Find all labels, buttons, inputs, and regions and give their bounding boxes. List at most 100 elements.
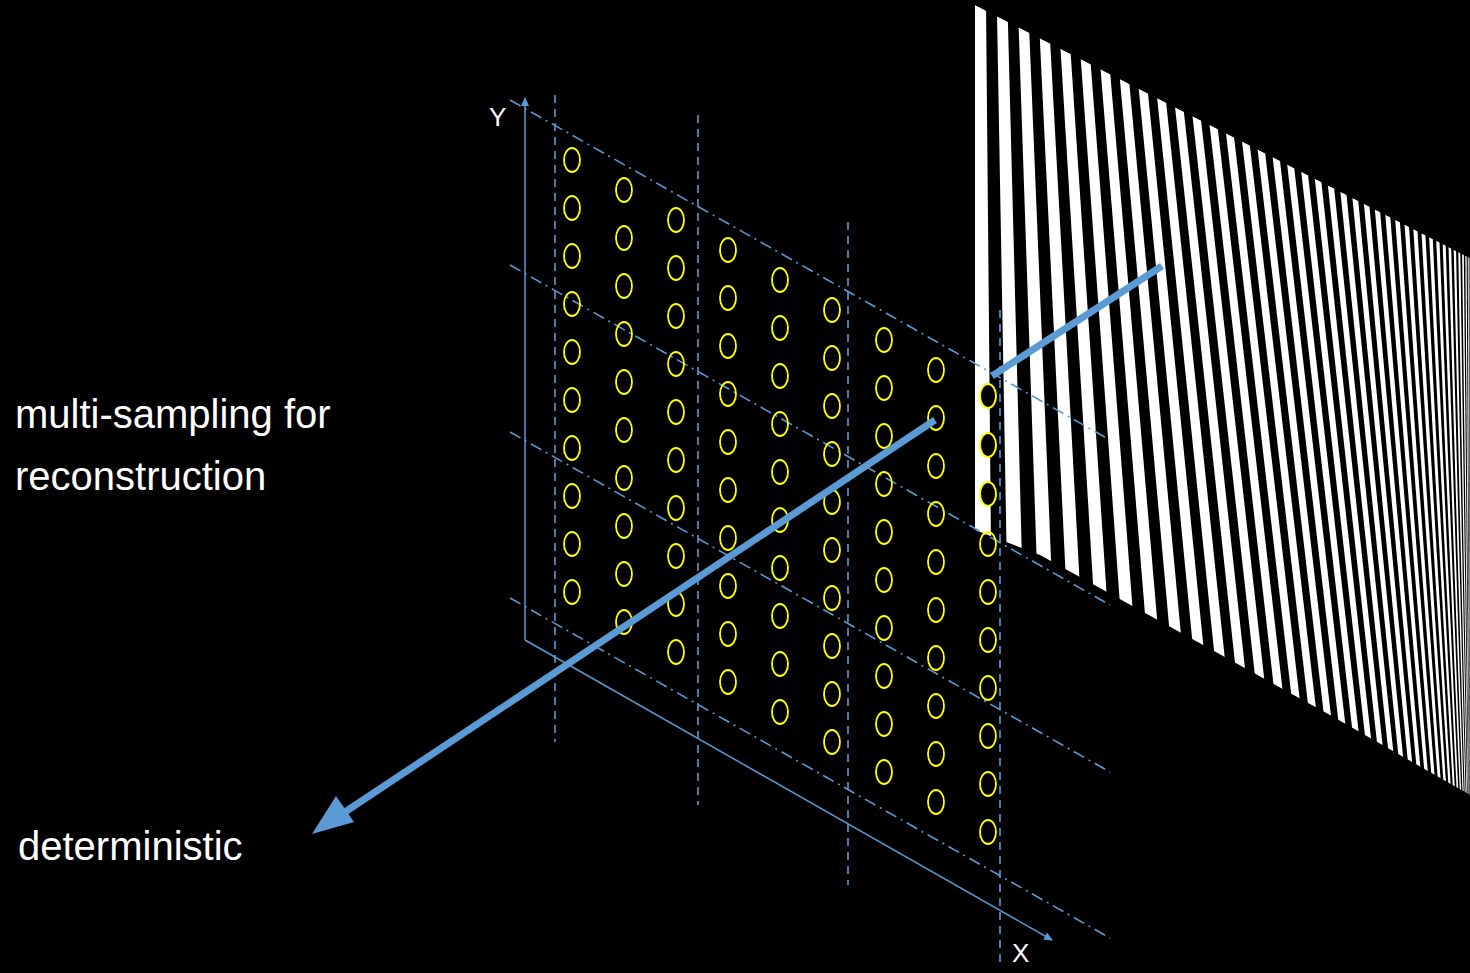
sample-ellipse bbox=[616, 226, 632, 250]
sample-ellipse bbox=[928, 742, 944, 766]
sample-ellipse bbox=[980, 532, 996, 556]
sample-ellipse bbox=[876, 616, 892, 640]
sample-ellipse bbox=[616, 274, 632, 298]
axis-label: X bbox=[1012, 940, 1042, 966]
pixel-grid bbox=[510, 95, 1110, 962]
sample-ellipse bbox=[668, 496, 684, 520]
sample-ellipse bbox=[564, 580, 580, 604]
sample-ellipse bbox=[772, 412, 788, 436]
sample-ellipse bbox=[772, 652, 788, 676]
stripe bbox=[975, 5, 991, 539]
sample-ellipse bbox=[564, 148, 580, 172]
sample-ellipse bbox=[616, 178, 632, 202]
sample-ellipse bbox=[980, 772, 996, 796]
sample-ellipse bbox=[720, 526, 736, 550]
sample-ellipse bbox=[720, 430, 736, 454]
sample-ellipse bbox=[720, 382, 736, 406]
sample-ellipse bbox=[928, 502, 944, 526]
edge-samples bbox=[980, 384, 996, 506]
sample-ellipse bbox=[720, 670, 736, 694]
sample-ellipse bbox=[564, 436, 580, 460]
sample-ellipse bbox=[876, 568, 892, 592]
axis-label-direction: deterministic bbox=[18, 822, 348, 870]
sample-ellipse bbox=[720, 334, 736, 358]
sample-ellipse bbox=[616, 322, 632, 346]
sample-ellipse bbox=[824, 538, 840, 562]
sample-ellipse bbox=[564, 340, 580, 364]
sample-ellipse bbox=[824, 586, 840, 610]
sample-ellipse bbox=[824, 394, 840, 418]
sample-ellipse bbox=[668, 400, 684, 424]
sample-ellipse bbox=[564, 484, 580, 508]
sample-ellipse bbox=[668, 352, 684, 376]
sample-ellipse bbox=[772, 316, 788, 340]
sample-ellipse bbox=[720, 574, 736, 598]
sample-ellipse bbox=[668, 448, 684, 472]
sample-ellipse bbox=[772, 700, 788, 724]
sample-ellipse bbox=[668, 544, 684, 568]
stripe bbox=[1468, 257, 1470, 795]
sample-ellipse bbox=[876, 472, 892, 496]
sample-ellipse bbox=[772, 556, 788, 580]
sample-ellipse bbox=[564, 532, 580, 556]
sample-ellipse bbox=[772, 268, 788, 292]
stripe bbox=[997, 16, 1022, 555]
sample-ellipse bbox=[616, 514, 632, 538]
sample-ellipse bbox=[928, 694, 944, 718]
sample-ellipse bbox=[928, 358, 944, 382]
sample-ellipse bbox=[720, 286, 736, 310]
stripe bbox=[1210, 125, 1284, 695]
sample-ellipse bbox=[772, 364, 788, 388]
sample-ellipse bbox=[616, 466, 632, 490]
x-axis bbox=[525, 640, 1052, 940]
stripe bbox=[1226, 133, 1300, 704]
sample-ellipse bbox=[928, 598, 944, 622]
sampling-label: multi-sampling for reconstruction bbox=[15, 383, 445, 507]
sample-ellipse bbox=[616, 370, 632, 394]
striped-plane bbox=[960, 0, 1470, 820]
sample-ellipse bbox=[668, 640, 684, 664]
sample-ellipse bbox=[616, 562, 632, 586]
y-axis bbox=[524, 98, 526, 640]
sample-ellipse bbox=[876, 520, 892, 544]
sample-ellipse bbox=[876, 424, 892, 448]
ray-back bbox=[992, 266, 1162, 376]
sample-ellipse bbox=[876, 760, 892, 784]
stripe bbox=[1469, 258, 1470, 795]
axis-label: Y bbox=[489, 104, 519, 130]
sample-ellipse bbox=[720, 622, 736, 646]
sample-ellipse bbox=[564, 292, 580, 316]
sample-ellipse bbox=[616, 418, 632, 442]
sample-ellipse bbox=[668, 208, 684, 232]
ray-arrowhead bbox=[312, 796, 354, 834]
sample-ellipse bbox=[876, 664, 892, 688]
sample-ellipse bbox=[824, 634, 840, 658]
sample-ellipse bbox=[772, 604, 788, 628]
sample-ellipse bbox=[824, 346, 840, 370]
sample-ellipse bbox=[824, 730, 840, 754]
sample-ellipse bbox=[876, 376, 892, 400]
sample-ellipse bbox=[772, 460, 788, 484]
stripe bbox=[1465, 256, 1469, 795]
sample-ellipse bbox=[876, 328, 892, 352]
sample-ellipse bbox=[720, 238, 736, 262]
sample-ellipse bbox=[668, 304, 684, 328]
sample-ellipse bbox=[980, 628, 996, 652]
sample-ellipse bbox=[824, 682, 840, 706]
sample-ellipse bbox=[980, 676, 996, 700]
sample-ellipse bbox=[564, 388, 580, 412]
sample-ellipse bbox=[980, 580, 996, 604]
sample-ellipse bbox=[928, 454, 944, 478]
sample-ellipse bbox=[928, 550, 944, 574]
sample-ellipse bbox=[980, 724, 996, 748]
sample-ellipse bbox=[720, 478, 736, 502]
sample-ellipse bbox=[928, 790, 944, 814]
sample-ellipse bbox=[564, 244, 580, 268]
sample-ellipse bbox=[824, 442, 840, 466]
sample-ellipse bbox=[824, 298, 840, 322]
sample-points bbox=[564, 148, 996, 844]
sample-ellipse bbox=[876, 712, 892, 736]
stripe bbox=[1462, 254, 1469, 795]
sample-ellipse bbox=[980, 820, 996, 844]
sample-ellipse bbox=[564, 196, 580, 220]
